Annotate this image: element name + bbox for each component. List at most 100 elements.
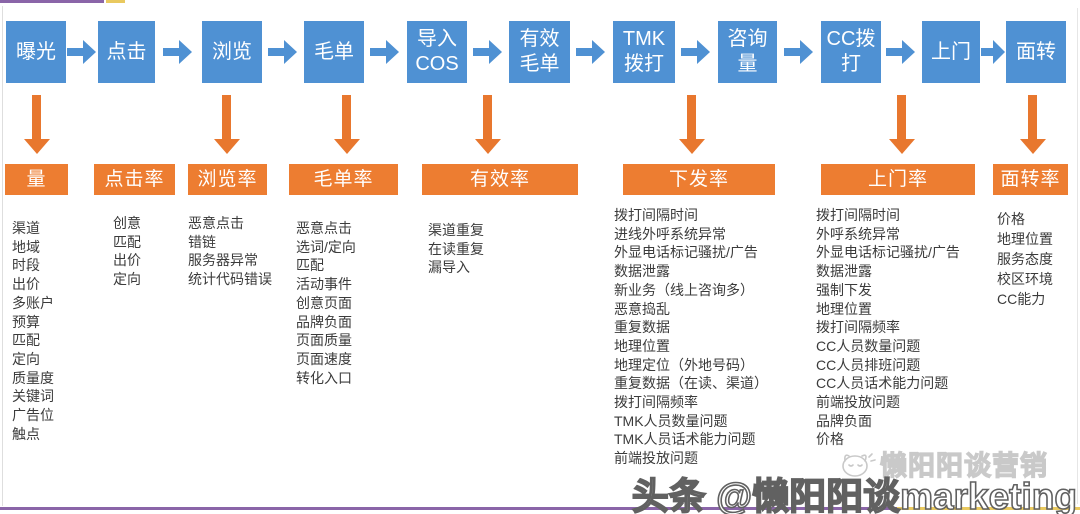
factor-item: 触点: [12, 425, 40, 442]
factor-item: 页面速度: [296, 350, 352, 367]
factor-list-volume: 渠道 地域 时段 出价 多账户 预算 匹配 定向 质量度 关键词 广告位 触点: [12, 219, 54, 443]
factor-item: 定向: [12, 350, 40, 367]
factor-item: CC能力: [997, 291, 1046, 307]
factor-item: TMK人员话术能力问题: [614, 431, 756, 448]
factor-item: 恶意捣乱: [614, 300, 670, 317]
right-arrow-icon: [370, 40, 399, 64]
bottom-border-yellow: [897, 507, 1080, 510]
right-arrow-icon: [981, 40, 1005, 64]
watermark-small: 懒阳阳谈营销: [838, 444, 1048, 483]
left-border: [2, 6, 3, 506]
mascot-cat-icon: [842, 452, 876, 477]
factor-item: 转化入口: [296, 369, 352, 386]
factor-item: 服务器异常: [188, 252, 258, 269]
flow-step-click: 点击: [98, 21, 155, 83]
watermark-large: 头条 @懒阳阳谈marketing: [631, 475, 1078, 514]
factor-item: 定向: [113, 271, 141, 288]
flow-step-browse: 浏览: [202, 21, 262, 83]
factor-item: CC人员话术能力问题: [816, 375, 949, 392]
flow-step-import-cos: 导入 COS: [407, 21, 467, 83]
flow-step-conversion: 面转: [1006, 21, 1066, 83]
factor-item: 地域: [12, 238, 40, 255]
down-arrow-icon: [475, 95, 501, 155]
right-arrow-icon: [576, 40, 605, 64]
factor-item: 匹配: [12, 332, 40, 349]
factor-item: 拨打间隔频率: [614, 394, 698, 411]
flow-step-consult-volume: 咨询 量: [718, 21, 777, 83]
factor-item: 外呼系统异常: [816, 225, 900, 242]
factor-item: 价格: [997, 211, 1025, 227]
down-arrow-icon: [889, 95, 915, 155]
metric-bar-dispatch-rate: 下发率: [623, 164, 775, 195]
factor-item: 渠道重复: [428, 222, 484, 238]
factor-item: 广告位: [12, 407, 54, 424]
flow-step-exposure: 曝光: [6, 21, 66, 83]
factor-list-click-rate: 创意 匹配 出价 定向: [113, 214, 141, 289]
factor-item: 关键词: [12, 388, 54, 405]
flow-step-cc-call: CC拨 打: [821, 21, 881, 83]
factor-item: 创意: [113, 215, 141, 231]
factor-item: 新业务（线上咨询多）: [614, 281, 754, 298]
flow-step-valid-lead: 有效 毛单: [509, 21, 570, 83]
factor-item: 错链: [188, 233, 216, 250]
right-arrow-icon: [784, 40, 813, 64]
metric-bar-browse-rate: 浏览率: [188, 164, 267, 195]
factor-item: 匹配: [296, 257, 324, 274]
flow-step-raw-lead: 毛单: [304, 21, 364, 83]
factor-item: 选词/定向: [296, 238, 356, 255]
top-border-purple: [0, 0, 104, 3]
factor-item: CC人员数量问题: [816, 337, 921, 354]
flow-step-tmk-call: TMK 拨打: [613, 21, 675, 83]
factor-item: 创意页面: [296, 294, 352, 311]
factor-item: 外显电话标记骚扰/广告: [614, 244, 758, 261]
bottom-border-purple: [0, 507, 897, 510]
factor-item: 重复数据: [614, 319, 670, 336]
factor-item: 恶意点击: [296, 220, 352, 236]
factor-item: 地理位置: [614, 337, 670, 354]
factor-item: CC人员排班问题: [816, 356, 921, 373]
factor-item: 品牌负面: [296, 313, 352, 330]
factor-item: 强制下发: [816, 281, 872, 298]
factor-item: 时段: [12, 257, 40, 274]
factor-item: 校区环境: [997, 271, 1053, 287]
factor-item: 拨打间隔时间: [816, 207, 900, 223]
metric-bar-valid-rate: 有效率: [422, 164, 578, 195]
factor-item: 品牌负面: [816, 412, 872, 429]
right-arrow-icon: [268, 40, 297, 64]
metric-bar-volume: 量: [5, 164, 68, 195]
factor-list-visit-rate: 拨打间隔时间 外呼系统异常 外显电话标记骚扰/广告 数据泄露 强制下发 地理位置…: [816, 206, 960, 449]
metric-bar-lead-rate: 毛单率: [289, 164, 398, 195]
down-arrow-icon: [334, 95, 360, 155]
watermark-small-text: 懒阳阳谈营销: [879, 450, 1048, 481]
factor-list-conversion-rate: 价格 地理位置 服务态度 校区环境 CC能力: [997, 209, 1053, 309]
factor-list-dispatch-rate: 拨打间隔时间 进线外呼系统异常 外显电话标记骚扰/广告 数据泄露 新业务（线上咨…: [614, 206, 768, 468]
factor-item: 多账户: [12, 294, 54, 311]
factor-item: 渠道: [12, 220, 40, 236]
factor-item: 外显电话标记骚扰/广告: [816, 244, 960, 261]
factor-item: 重复数据（在读、渠道）: [614, 375, 768, 392]
factor-item: 服务态度: [997, 251, 1053, 267]
factor-item: 数据泄露: [614, 263, 670, 280]
down-arrow-icon: [24, 95, 50, 155]
right-arrow-icon: [681, 40, 710, 64]
top-border-yellow: [106, 0, 125, 3]
factor-list-browse-rate: 恶意点击 错链 服务器异常 统计代码错误: [188, 214, 272, 289]
factor-item: TMK人员数量问题: [614, 412, 728, 429]
factor-item: 地理位置: [997, 231, 1053, 247]
factor-item: 质量度: [12, 369, 54, 386]
factor-item: 漏导入: [428, 259, 470, 276]
right-arrow-icon: [163, 40, 192, 64]
metric-bar-click-rate: 点击率: [94, 164, 175, 195]
factor-item: 拨打间隔时间: [614, 207, 698, 223]
factor-item: 地理位置: [816, 300, 872, 317]
factor-item: 数据泄露: [816, 263, 872, 280]
factor-list-valid-rate: 渠道重复 在读重复 漏导入: [428, 221, 484, 277]
down-arrow-icon: [214, 95, 240, 155]
metric-bar-visit-rate: 上门率: [821, 164, 975, 195]
right-arrow-icon: [473, 40, 502, 64]
factor-item: 拨打间隔频率: [816, 319, 900, 336]
factor-item: 出价: [12, 276, 40, 293]
factor-item: 恶意点击: [188, 215, 244, 231]
factor-item: 在读重复: [428, 240, 484, 257]
